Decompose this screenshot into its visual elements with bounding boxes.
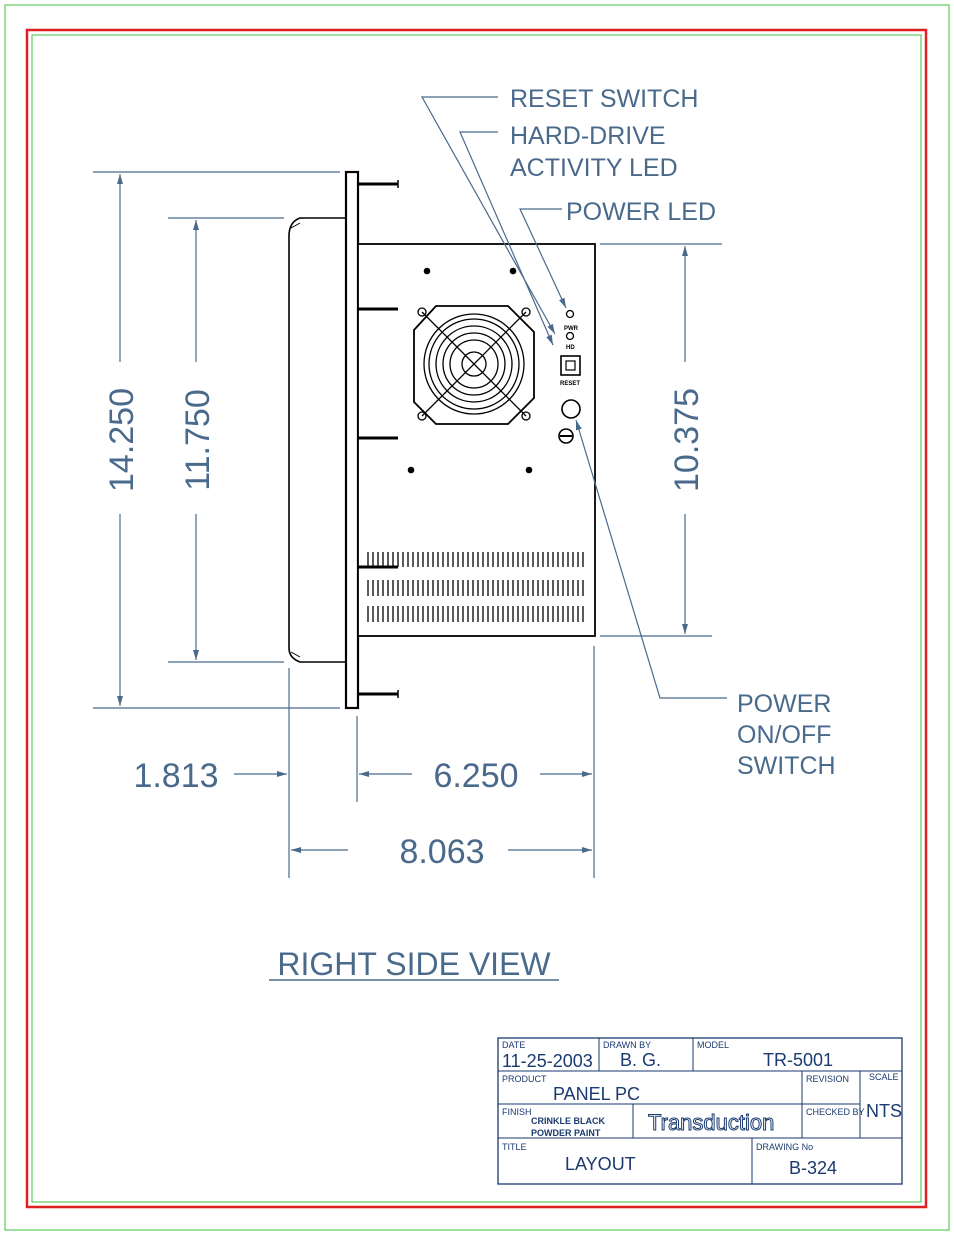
finish-line1: CRINKLE BLACK (531, 1116, 605, 1126)
title-block (497, 1037, 903, 1185)
company-logo-text: Transduction (648, 1110, 774, 1135)
enclosure-height-dim: 10.375 (668, 388, 706, 492)
date-label: DATE (502, 1040, 525, 1050)
power-switch-callout-line1: POWER (737, 690, 831, 718)
hdd-led-callout-line1: HARD-DRIVE (510, 122, 666, 150)
dimension-lines (93, 171, 722, 878)
power-led (565, 309, 575, 319)
power-switch-callout-line2: ON/OFF (737, 721, 831, 749)
reset-switch-callout: RESET SWITCH (510, 85, 698, 113)
hdd-led (565, 331, 575, 341)
scale-label: SCALE (869, 1072, 899, 1082)
power-switch-callout-line3: SWITCH (737, 752, 836, 780)
vent-slots (367, 552, 584, 622)
date-value: 11-25-2003 (502, 1051, 593, 1071)
finish-label: FINISH (502, 1107, 532, 1117)
model-value: TR-5001 (763, 1050, 833, 1070)
drawn-by-value: B. G. (620, 1050, 661, 1070)
bezel-depth-dim: 1.813 (133, 757, 218, 795)
product-label: PRODUCT (502, 1074, 547, 1084)
title-value: LAYOUT (565, 1154, 636, 1174)
view-title: RIGHT SIDE VIEW (277, 946, 551, 982)
drawing-no-value: B-324 (789, 1158, 837, 1178)
finish-line2: POWDER PAINT (531, 1128, 601, 1138)
reset-label: RESET (560, 381, 580, 387)
model-label: MODEL (697, 1040, 729, 1050)
title-label: TITLE (502, 1142, 527, 1152)
mounting-screws (407, 267, 533, 474)
power-switch-knob (558, 428, 574, 444)
hdd-led-callout-line2: ACTIVITY LED (510, 154, 678, 182)
bezel-outline (288, 217, 347, 663)
overall-height-dim: 14.250 (103, 388, 141, 492)
outer-border (4, 4, 950, 1231)
scale-value: NTS (866, 1101, 902, 1121)
drawn-by-label: DRAWN BY (603, 1040, 651, 1050)
cooling-fan (413, 305, 535, 425)
hd-label: HD (566, 345, 575, 351)
product-value: PANEL PC (553, 1084, 640, 1104)
power-switch (561, 399, 581, 419)
enclosure-depth-dim: 6.250 (433, 757, 518, 795)
mounting-flange (344, 170, 360, 710)
inner-border (31, 34, 922, 1203)
panel-pc-side-view (288, 170, 596, 710)
pwr-label: PWR (564, 326, 579, 332)
reset-switch (560, 355, 581, 376)
callout-leaders (420, 96, 727, 699)
checked-by-label: CHECKED BY (806, 1107, 865, 1117)
drawing-no-label: DRAWING No (756, 1142, 813, 1152)
main-border (25, 28, 928, 1209)
revision-label: REVISION (806, 1074, 849, 1084)
overall-depth-dim: 8.063 (399, 833, 484, 871)
power-led-callout: POWER LED (566, 198, 716, 226)
bezel-height-dim: 11.750 (179, 389, 217, 490)
